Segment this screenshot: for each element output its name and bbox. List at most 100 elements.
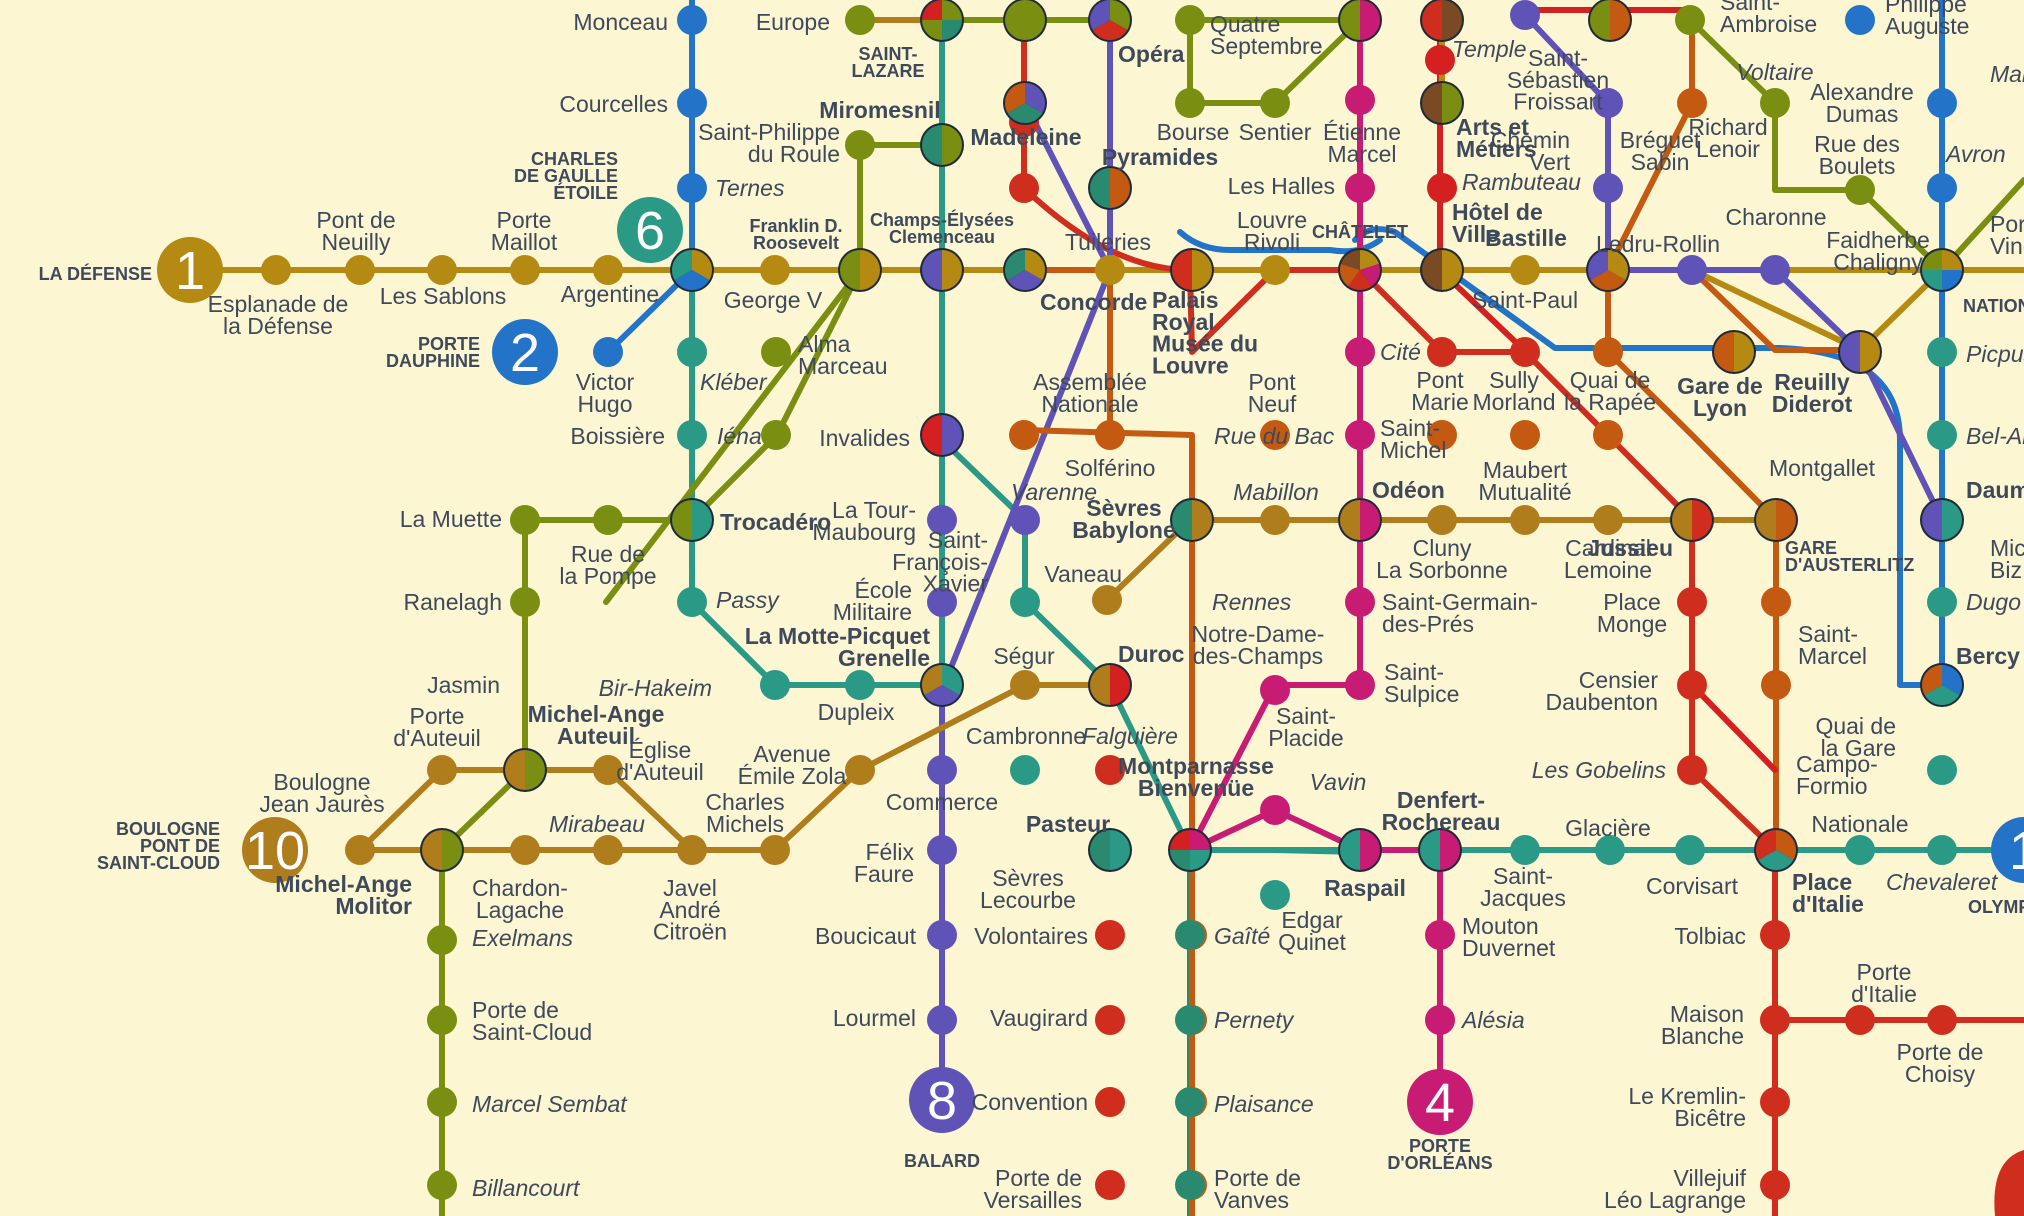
station-dot-35[interactable] xyxy=(927,920,957,950)
interchange-35[interactable] xyxy=(1754,828,1798,872)
station-dot-70[interactable] xyxy=(1260,505,1290,535)
station-dot-15[interactable] xyxy=(677,587,707,617)
station-dot-84[interactable] xyxy=(1427,337,1457,367)
station-dot-81[interactable] xyxy=(345,835,375,865)
station-dot-75[interactable] xyxy=(1010,670,1040,700)
station-dot-69[interactable] xyxy=(1425,1005,1455,1035)
station-dot-107[interactable] xyxy=(1760,88,1790,118)
station-dot-56[interactable] xyxy=(1175,920,1205,950)
station-dot-68[interactable] xyxy=(1425,920,1455,950)
station-dot-125[interactable] xyxy=(1593,420,1623,450)
station-dot-46[interactable] xyxy=(1095,1087,1125,1117)
station-dot-20[interactable] xyxy=(761,420,791,450)
station-dot-65[interactable] xyxy=(1345,670,1375,700)
station-dot-74[interactable] xyxy=(1092,585,1122,615)
interchange-31[interactable] xyxy=(1088,828,1132,872)
station-dot-13[interactable] xyxy=(677,337,707,367)
interchange-37[interactable] xyxy=(1920,663,1964,707)
station-dot-98[interactable] xyxy=(1425,45,1455,75)
station-dot-64[interactable] xyxy=(1345,587,1375,617)
station-dot-12[interactable] xyxy=(1510,255,1540,285)
station-dot-93[interactable] xyxy=(1845,1005,1875,1035)
station-dot-6[interactable] xyxy=(427,255,457,285)
station-dot-103[interactable] xyxy=(1677,255,1707,285)
station-dot-101[interactable] xyxy=(1593,88,1623,118)
interchange-25[interactable] xyxy=(920,413,964,457)
station-dot-122[interactable] xyxy=(1260,420,1290,450)
interchange-24[interactable] xyxy=(920,663,964,707)
interchange-13[interactable] xyxy=(1420,81,1464,125)
station-dot-27[interactable] xyxy=(427,1170,457,1200)
station-dot-80[interactable] xyxy=(510,835,540,865)
station-dot-95[interactable] xyxy=(1761,587,1791,617)
station-dot-111[interactable] xyxy=(1845,5,1875,35)
station-dot-43[interactable] xyxy=(1095,755,1125,785)
station-dot-67[interactable] xyxy=(1260,795,1290,825)
interchange-32[interactable] xyxy=(1168,828,1212,872)
station-dot-0[interactable] xyxy=(677,5,707,35)
interchange-4[interactable] xyxy=(920,123,964,167)
interchange-9[interactable] xyxy=(1088,166,1132,210)
station-dot-114[interactable] xyxy=(1927,587,1957,617)
interchange-5[interactable] xyxy=(920,0,964,42)
station-dot-87[interactable] xyxy=(1677,670,1707,700)
station-dot-54[interactable] xyxy=(1845,835,1875,865)
interchange-30[interactable] xyxy=(1088,663,1132,707)
interchange-16[interactable] xyxy=(1586,248,1630,292)
station-dot-90[interactable] xyxy=(1760,1005,1790,1035)
station-dot-117[interactable] xyxy=(1175,88,1205,118)
station-dot-123[interactable] xyxy=(1427,420,1457,450)
station-dot-37[interactable] xyxy=(1009,420,1039,450)
station-dot-91[interactable] xyxy=(1760,1087,1790,1117)
station-dot-47[interactable] xyxy=(1095,1170,1125,1200)
interchange-7[interactable] xyxy=(1088,0,1132,42)
interchange-15[interactable] xyxy=(1588,0,1632,42)
station-dot-53[interactable] xyxy=(1675,835,1705,865)
station-dot-85[interactable] xyxy=(1510,337,1540,367)
station-dot-73[interactable] xyxy=(1593,505,1623,535)
station-dot-32[interactable] xyxy=(927,587,957,617)
station-dot-83[interactable] xyxy=(593,755,623,785)
station-dot-21[interactable] xyxy=(510,505,540,535)
station-dot-59[interactable] xyxy=(1175,1170,1205,1200)
station-dot-22[interactable] xyxy=(593,505,623,535)
station-dot-11[interactable] xyxy=(1260,255,1290,285)
station-dot-38[interactable] xyxy=(1095,420,1125,450)
station-dot-96[interactable] xyxy=(1761,670,1791,700)
station-dot-3[interactable] xyxy=(593,337,623,367)
station-dot-113[interactable] xyxy=(1927,420,1957,450)
station-dot-29[interactable] xyxy=(1009,173,1039,203)
station-dot-48[interactable] xyxy=(1010,587,1040,617)
station-dot-57[interactable] xyxy=(1175,1005,1205,1035)
interchange-3[interactable] xyxy=(1003,248,1047,292)
station-dot-79[interactable] xyxy=(593,835,623,865)
station-dot-50[interactable] xyxy=(1260,880,1290,910)
station-dot-102[interactable] xyxy=(1510,0,1540,30)
interchange-18[interactable] xyxy=(1920,248,1964,292)
station-dot-61[interactable] xyxy=(1345,173,1375,203)
station-dot-45[interactable] xyxy=(1095,1005,1125,1035)
station-dot-77[interactable] xyxy=(760,835,790,865)
station-dot-78[interactable] xyxy=(677,835,707,865)
station-dot-104[interactable] xyxy=(1760,255,1790,285)
interchange-21[interactable] xyxy=(670,498,714,542)
interchange-34[interactable] xyxy=(1418,828,1462,872)
interchange-33[interactable] xyxy=(1338,828,1382,872)
station-dot-51[interactable] xyxy=(1510,835,1540,865)
interchange-27[interactable] xyxy=(1338,498,1382,542)
station-dot-92[interactable] xyxy=(1760,1170,1790,1200)
station-dot-60[interactable] xyxy=(1345,85,1375,115)
station-dot-17[interactable] xyxy=(845,670,875,700)
station-dot-44[interactable] xyxy=(1095,920,1125,950)
station-dot-9[interactable] xyxy=(760,255,790,285)
station-dot-120[interactable] xyxy=(845,5,875,35)
interchange-11[interactable] xyxy=(1338,248,1382,292)
station-dot-1[interactable] xyxy=(677,88,707,118)
station-dot-30[interactable] xyxy=(1010,505,1040,535)
interchange-36[interactable] xyxy=(1920,498,1964,542)
interchange-0[interactable] xyxy=(670,248,714,292)
interchange-17[interactable] xyxy=(1420,0,1464,42)
station-dot-55[interactable] xyxy=(1927,835,1957,865)
interchange-8[interactable] xyxy=(1003,81,1047,125)
station-dot-105[interactable] xyxy=(1677,88,1707,118)
